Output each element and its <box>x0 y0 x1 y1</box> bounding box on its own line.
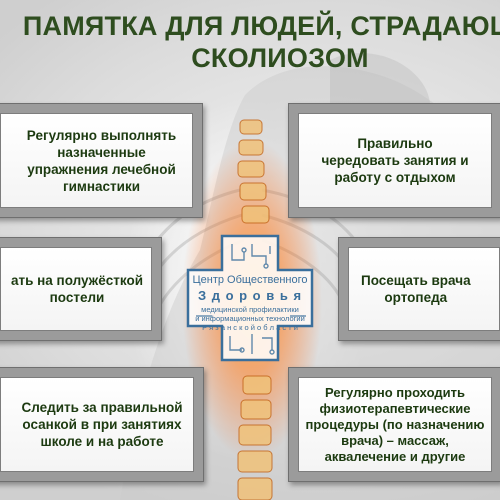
tip-card-rest: Правильно чередовать занятия и работу с … <box>288 103 500 218</box>
tip-card-exercise: Регулярно выполнять назначенные упражнен… <box>0 103 203 218</box>
health-center-logo: Центр Общественного З д о р о в ь я меди… <box>182 230 318 366</box>
page-title-line-1: ПАМЯТКА ДЛЯ ЛЮДЕЙ, СТРАДАЮЩИ <box>22 11 500 41</box>
tip-text-posture: Следить за правильной осанкой в при заня… <box>21 400 183 449</box>
tip-card-orthopedist: Посещать врача ортопеда <box>338 237 500 341</box>
tip-card-rest-body: Правильно чередовать занятия и работу с … <box>298 113 492 208</box>
tip-card-physio-body: Регулярно проходить физиотерапевтические… <box>298 377 492 472</box>
tip-text-exercise: Регулярно выполнять назначенные упражнен… <box>26 127 177 194</box>
logo-text-line-4: и информационных технологий <box>195 314 305 323</box>
tip-card-posture-body: Следить за правильной осанкой в при заня… <box>0 377 194 472</box>
tip-card-bed: ать на полужёсткой постели <box>0 237 162 341</box>
tip-text-physio: Регулярно проходить физиотерапевтические… <box>305 384 485 464</box>
tip-card-orthopedist-body: Посещать врача ортопеда <box>348 247 500 331</box>
page-title-line-2: СКОЛИОЗОМ <box>191 43 369 73</box>
tip-text-rest: Правильно чередовать занятия и работу с … <box>321 136 469 185</box>
tip-text-orthopedist: Посещать врача ортопеда <box>361 273 471 305</box>
logo-text-line-5: Р я з а н с к о й о б л а с т и <box>202 323 298 332</box>
page-title: ПАМЯТКА ДЛЯ ЛЮДЕЙ, СТРАДАЮЩИ СКОЛИОЗОМ <box>0 10 500 74</box>
logo-text-line-3: медицинской профилактики <box>201 305 299 314</box>
logo-text-line-2: З д о р о в ь я <box>197 288 303 303</box>
medical-cross-icon <box>186 234 314 362</box>
logo-text-line-1: Центр Общественного <box>192 274 308 286</box>
tip-text-bed: ать на полужёсткой постели <box>10 273 143 305</box>
tip-card-posture: Следить за правильной осанкой в при заня… <box>0 367 204 482</box>
tip-card-exercise-body: Регулярно выполнять назначенные упражнен… <box>0 113 193 208</box>
tip-card-bed-body: ать на полужёсткой постели <box>0 247 152 331</box>
tip-card-physio: Регулярно проходить физиотерапевтические… <box>288 367 500 482</box>
